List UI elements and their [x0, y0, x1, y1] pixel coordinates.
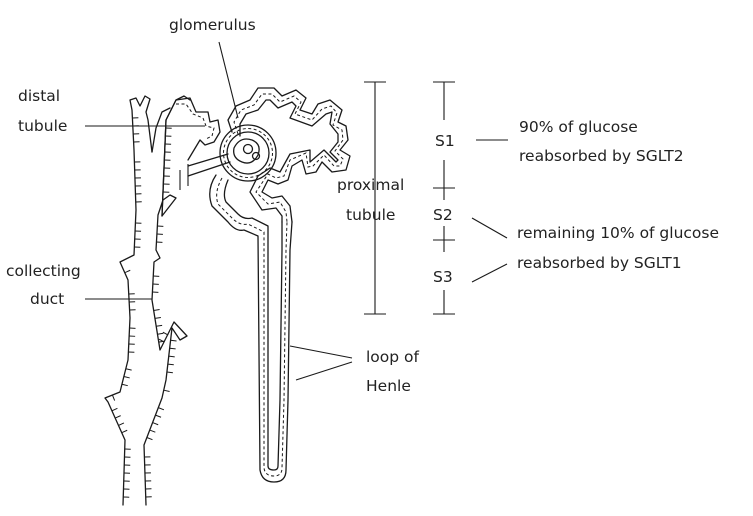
- loop-leader-upper: [290, 346, 352, 358]
- loop-label-line1: loop of: [366, 348, 420, 366]
- proximal-label-line2: tubule: [346, 206, 395, 224]
- distal-label-line2: tubule: [18, 117, 67, 135]
- collecting-duct-drawing: [105, 96, 190, 505]
- sglt1-label-line1: remaining 10% of glucose: [517, 224, 719, 242]
- loop-leader-lower: [296, 362, 352, 380]
- segment-s3-label: S3: [433, 268, 453, 286]
- collecting-label-line2: duct: [30, 290, 64, 308]
- sglt1-label-line2: reabsorbed by SGLT1: [517, 254, 682, 272]
- proximal-label-line1: proximal: [337, 176, 404, 194]
- sglt2-label-line1: 90% of glucose: [519, 118, 638, 136]
- segment-s2-label: S2: [433, 206, 453, 224]
- segment-s1-label: S1: [435, 132, 455, 150]
- sglt1-leader-lower: [472, 264, 507, 282]
- leader-lines: [85, 42, 352, 380]
- proximal-bracket: [364, 82, 386, 314]
- distal-label-line1: distal: [18, 87, 60, 105]
- collecting-label-line1: collecting: [6, 262, 81, 280]
- sglt1-leader-upper: [472, 218, 507, 238]
- loop-label-line2: Henle: [366, 377, 411, 395]
- proximal-tubule-drawing: [210, 88, 350, 482]
- glomerulus-label: glomerulus: [169, 16, 256, 34]
- glomerulus-leader: [219, 42, 238, 118]
- sglt2-label-line2: reabsorbed by SGLT2: [519, 147, 684, 165]
